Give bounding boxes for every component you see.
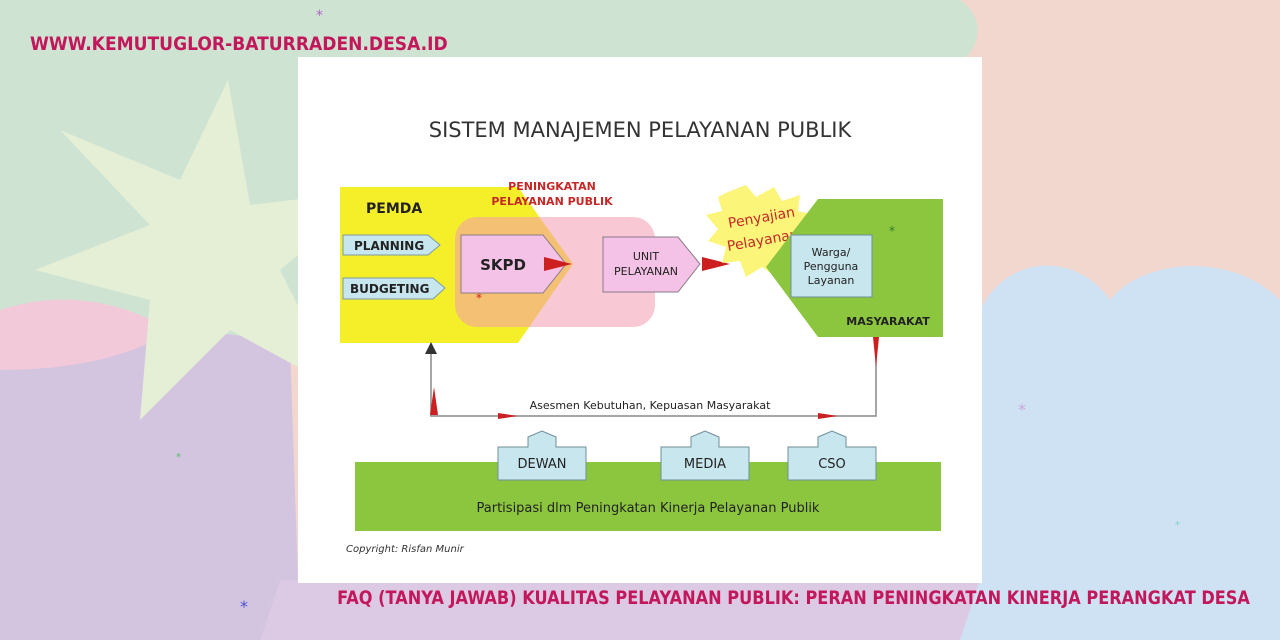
masyarakat-label: MASYARAKAT — [846, 315, 930, 328]
media-label: MEDIA — [684, 457, 726, 472]
footer-title: FAQ (Tanya Jawab) Kualitas Pelayanan Pub… — [337, 587, 1250, 609]
budgeting-tag — [342, 277, 446, 300]
red-tick-icon — [873, 337, 879, 367]
dewan-arrow — [497, 430, 587, 481]
peningkatan-label-line2: PELAYANAN PUBLIK — [491, 195, 613, 208]
cso-label: CSO — [818, 457, 846, 472]
feedback-loop-line — [425, 337, 877, 417]
sparkle-icon: * — [176, 452, 181, 463]
peningkatan-label-line1: PENINGKATAN — [508, 180, 596, 193]
diagram-title: SISTEM MANAJEMEN PELAYANAN PUBLIK — [429, 118, 853, 142]
red-tick-icon — [818, 413, 838, 419]
skpd-label: SKPD — [480, 256, 526, 274]
sparkle-icon: * — [1175, 520, 1180, 531]
warga-label-line3: Layanan — [808, 274, 855, 287]
partisipasi-label: Partisipasi dlm Peningkatan Kinerja Pela… — [477, 501, 820, 516]
planning-label: PLANNING — [354, 239, 424, 253]
red-arrow-unit — [702, 257, 730, 271]
media-arrow — [660, 430, 750, 481]
copyright-text: Copyright: Risfan Munir — [346, 544, 465, 555]
unit-pelayanan-box — [602, 236, 701, 293]
bg-blue-blob — [900, 265, 1280, 640]
red-arrow-skpd — [544, 257, 572, 271]
site-url: WWW.KEMUTUGLOR-BATURRADEN.DESA.ID — [30, 33, 448, 55]
red-tick-icon — [498, 413, 518, 419]
sparkle-icon: * — [316, 8, 323, 24]
bg-lilac-lower — [260, 580, 980, 640]
planning-tag — [342, 234, 441, 256]
pemda-label: PEMDA — [366, 201, 422, 217]
sparkle-icon: * — [240, 597, 248, 616]
cso-arrow — [787, 430, 877, 481]
red-tick-icon — [430, 387, 438, 415]
footer-title-text: FAQ (Tanya Jawab) Kualitas Pelayanan Pub… — [337, 587, 1250, 609]
warga-label-line2: Pengguna — [804, 260, 859, 273]
unit-label-line2: PELAYANAN — [614, 265, 678, 278]
sparkle-icon: * — [1018, 400, 1026, 419]
bg-pink-blob — [0, 299, 170, 370]
bg-star-shape — [35, 80, 375, 420]
warga-label-line1: Warga/ — [812, 246, 851, 259]
diagram-svg: SISTEM MANAJEMEN PELAYANAN PUBLIK PEMDA … — [340, 118, 943, 555]
dewan-label: DEWAN — [518, 457, 567, 472]
star-icon: * — [889, 224, 895, 238]
star-icon: * — [476, 291, 482, 305]
skpd-box — [460, 234, 567, 294]
bg-purple-blob — [0, 330, 300, 640]
unit-label-line1: UNIT — [633, 250, 660, 263]
budgeting-label: BUDGETING — [350, 282, 429, 296]
asesmen-label: Asesmen Kebutuhan, Kepuasan Masyarakat — [530, 399, 772, 412]
warga-box — [790, 234, 873, 298]
diagram-card: SISTEM MANAJEMEN PELAYANAN PUBLIK PEMDA … — [298, 57, 982, 583]
